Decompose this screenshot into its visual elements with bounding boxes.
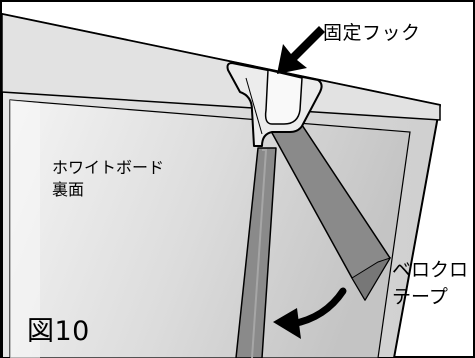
panel-highlight (10, 100, 40, 358)
figure-number: 図10 (27, 316, 90, 347)
velcro-label-line-1: ベロクロ (392, 259, 469, 281)
board-label-line-1: ホワイトボード (52, 158, 165, 177)
tape-shading (251, 149, 268, 358)
hook-arrow (277, 26, 325, 74)
board-label: ホワイトボード 裏面 (52, 157, 164, 201)
board-label-line-2: 裏面 (52, 180, 85, 199)
tape-end-fold (351, 257, 392, 301)
fold-arrow-head (273, 308, 301, 339)
fixing-hook-face (264, 69, 303, 125)
velcro-tape-vertical (235, 147, 277, 358)
hook-edge (245, 77, 263, 135)
velcro-tape-label: ベロクロ テープ (392, 257, 468, 311)
velcro-label-line-2: テープ (392, 286, 448, 308)
hook-label: 固定フック (323, 22, 421, 44)
